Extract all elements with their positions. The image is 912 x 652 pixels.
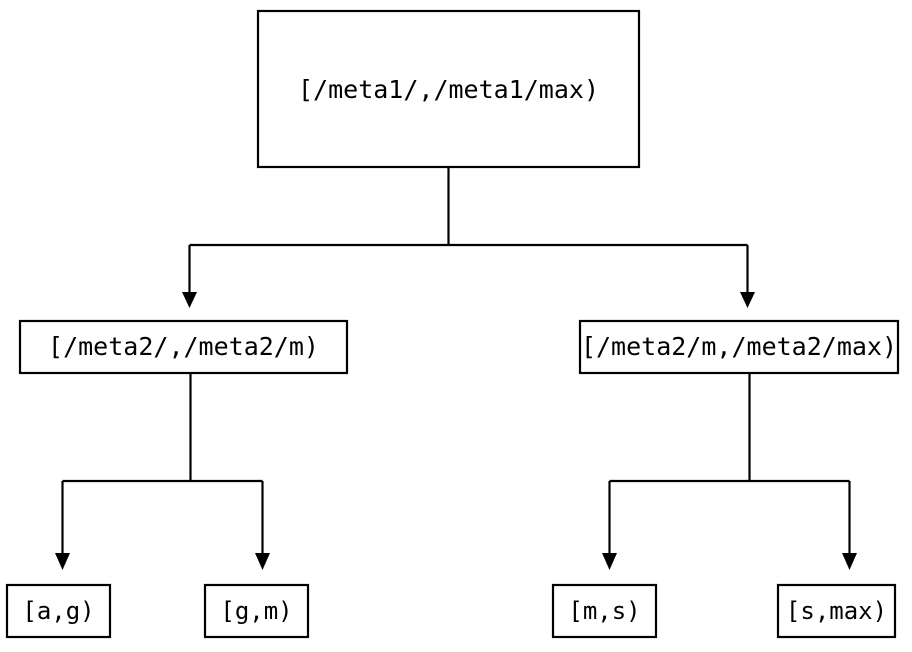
edge-mid-right-to-m-s-arrowhead-icon [602,553,617,570]
node-leaf-a-g[interactable]: [a,g) [5,583,112,639]
edge-group-mid-left [55,373,270,570]
node-leaf-s-max-box[interactable] [776,583,897,639]
node-leaf-a-g-box[interactable] [5,583,112,639]
edge-root-to-mid-left-arrowhead-icon [182,292,197,308]
node-mid-left[interactable]: [/meta2/,/meta2/m) [18,319,349,375]
node-root-label: [/meta1/,/meta1/max) [298,75,599,104]
node-leaf-m-s-label: [m,s) [568,597,640,625]
node-mid-right[interactable]: [/meta2/m,/meta2/max) [578,319,900,375]
node-mid-left-label: [/meta2/,/meta2/m) [48,332,319,361]
node-root-box[interactable] [256,9,641,169]
node-root[interactable]: [/meta1/,/meta1/max) [256,9,641,169]
node-leaf-g-m[interactable]: [g,m) [203,583,310,639]
node-leaf-a-g-label: [a,g) [22,597,94,625]
edge-group-root [182,167,755,308]
node-leaf-g-m-box[interactable] [203,583,310,639]
node-mid-right-box[interactable] [578,319,900,375]
edge-mid-right-to-s-max-arrowhead-icon [842,553,857,570]
node-leaf-s-max-label: [s,max) [786,597,887,625]
edge-root-to-mid-right-arrowhead-icon [740,292,755,308]
edge-group-mid-right [602,373,857,570]
node-leaf-m-s-box[interactable] [551,583,658,639]
node-mid-right-label: [/meta2/m,/meta2/max) [581,332,897,361]
node-mid-left-box[interactable] [18,319,349,375]
edge-mid-left-to-a-g-arrowhead-icon [55,553,70,570]
edge-mid-left-to-g-m-arrowhead-icon [255,553,270,570]
node-leaf-s-max[interactable]: [s,max) [776,583,897,639]
node-leaf-m-s[interactable]: [m,s) [551,583,658,639]
node-leaf-g-m-label: [g,m) [220,597,292,625]
